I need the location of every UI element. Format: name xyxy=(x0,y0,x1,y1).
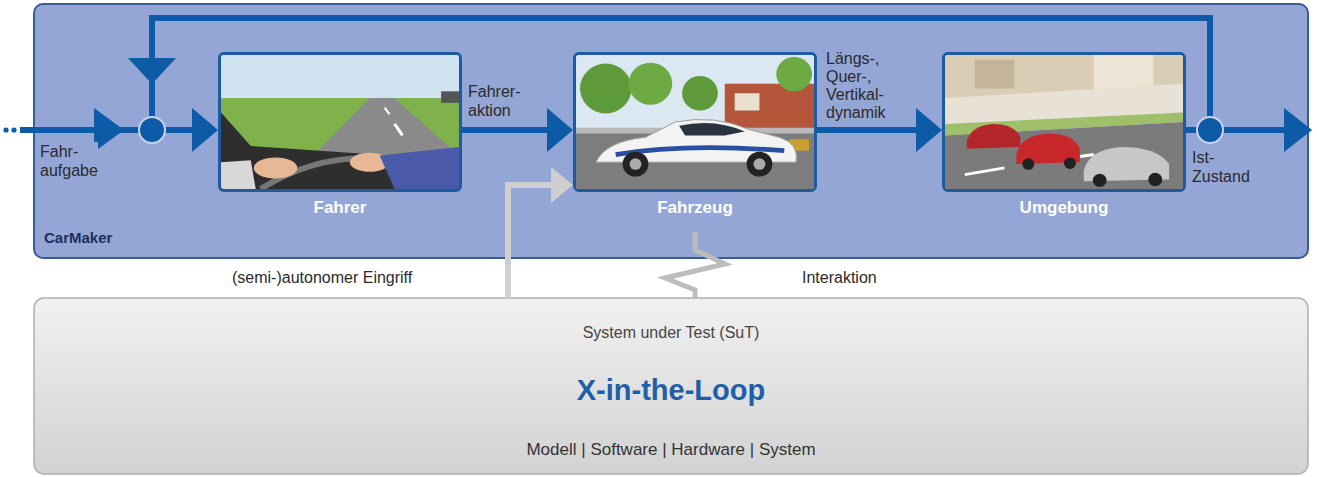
sut-block: System under Test (SuT) X-in-the-LoopMode… xyxy=(34,298,1308,474)
sut-levels: Modell | Software | Hardware | System xyxy=(34,440,1308,460)
connector-line xyxy=(508,185,553,298)
arrowhead xyxy=(192,108,218,152)
arrowhead xyxy=(551,167,573,203)
output-arrowhead xyxy=(1284,108,1312,152)
driver-block: Fahrer xyxy=(218,52,462,232)
signal-connector xyxy=(508,167,573,298)
vehicle-block: Fahrzeug xyxy=(573,52,817,232)
sut-title: X-in-the-Loop xyxy=(34,374,1308,407)
feedback-arrowhead xyxy=(128,58,176,84)
environment-block: Umgebung xyxy=(942,52,1186,232)
block-illustration xyxy=(218,52,462,192)
connector-line xyxy=(462,127,549,133)
sut-heading: System under Test (SuT) xyxy=(34,324,1308,342)
input-line xyxy=(20,127,146,133)
connector-label: Interaktion xyxy=(802,268,877,287)
input-arrowhead xyxy=(94,108,124,152)
input-dot xyxy=(11,127,16,132)
block-illustration xyxy=(573,52,817,192)
connector-line xyxy=(817,127,918,133)
signal-label: Ist- Zustand xyxy=(1192,148,1250,186)
connector-label: Fahrer- aktion xyxy=(468,82,520,120)
arrowhead xyxy=(547,108,573,152)
sut-panel xyxy=(34,298,1308,474)
carmaker-panel xyxy=(34,4,1308,258)
block-title: Fahrzeug xyxy=(573,198,817,218)
connector-label: (semi-)autonomer Eingriff xyxy=(232,268,412,287)
summing-point xyxy=(139,117,165,143)
signal-label: Fahr- aufgabe xyxy=(40,142,98,180)
block-illustration xyxy=(942,52,1186,192)
block-title: Fahrer xyxy=(218,198,462,218)
branch-point xyxy=(1197,117,1223,143)
simulation-panel: CarMaker Fahrer Fahrzeug Umgebung xyxy=(34,4,1308,258)
arrowhead xyxy=(916,108,942,152)
panel-title: CarMaker xyxy=(44,229,112,246)
input-dot xyxy=(3,127,8,132)
block-title: Umgebung xyxy=(942,198,1186,218)
connector-line xyxy=(665,232,725,298)
connector-label: Längs-, Quer-, Vertikal- dynamik xyxy=(826,50,886,122)
signal-connector xyxy=(665,232,725,298)
